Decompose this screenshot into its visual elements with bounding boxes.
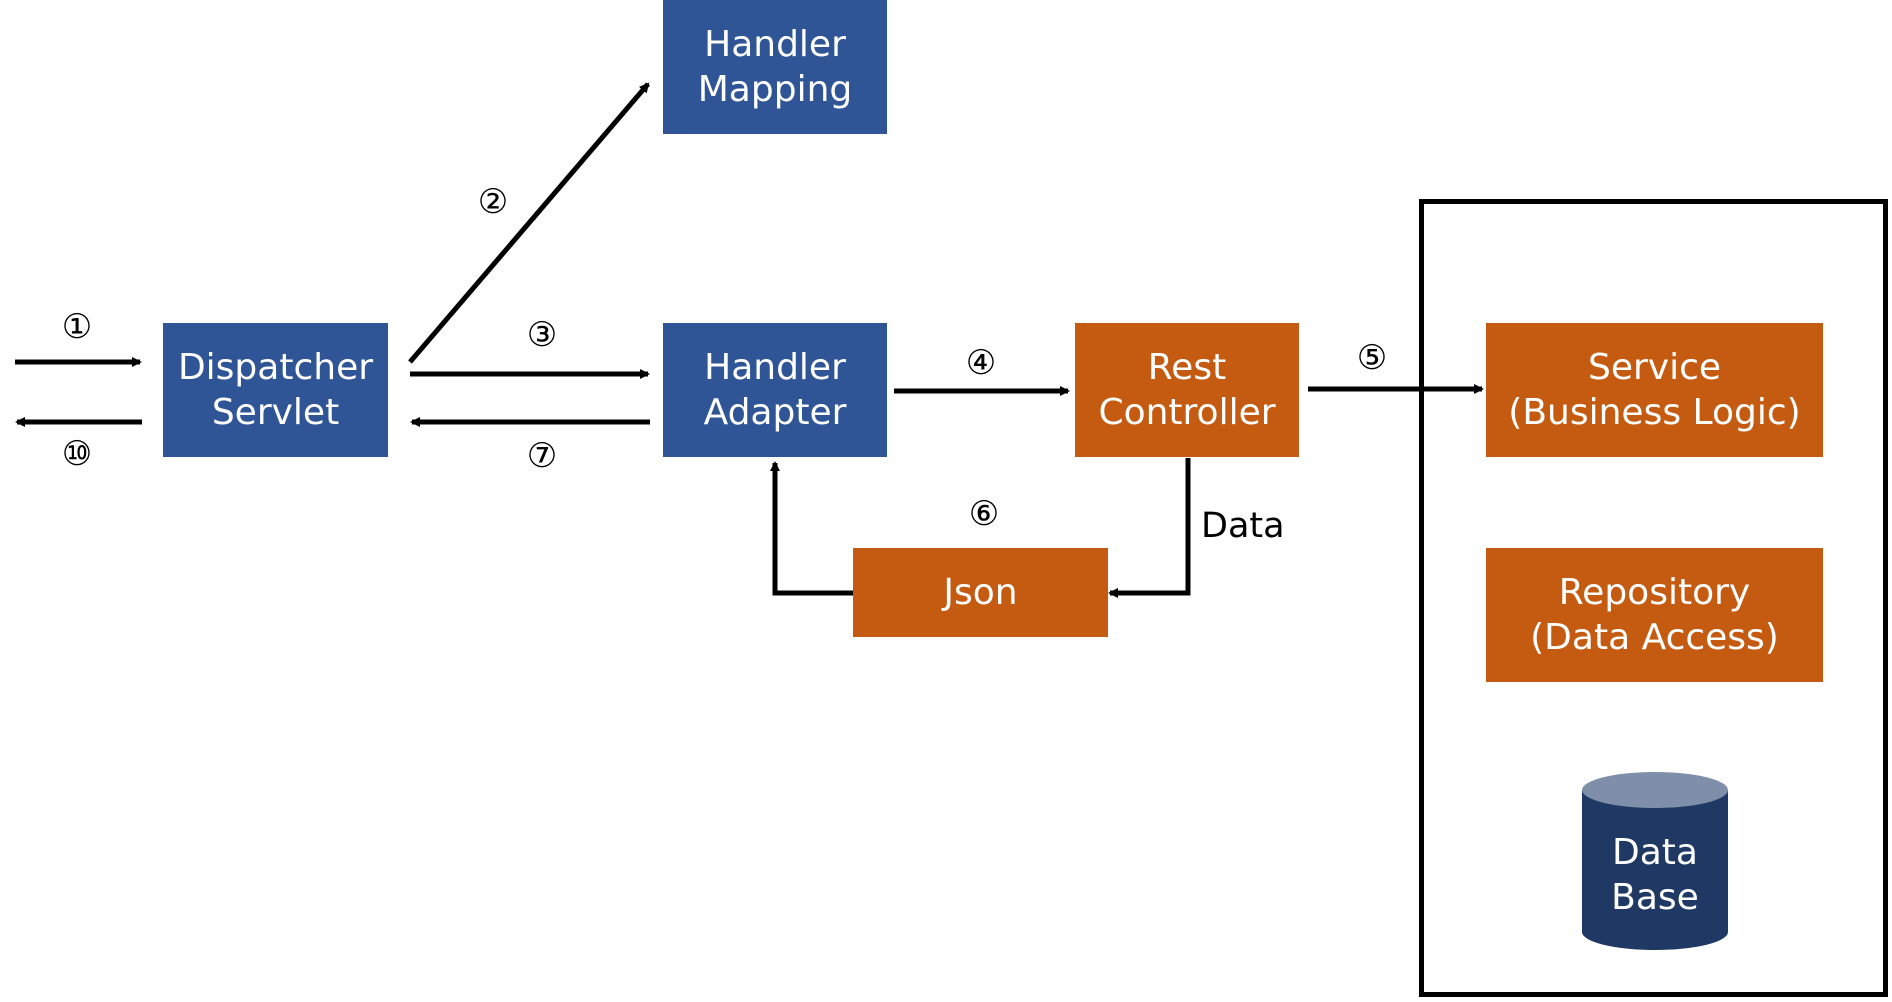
json-box: Json	[853, 548, 1108, 637]
dispatcher-servlet-box: Dispatcher Servlet	[163, 323, 388, 457]
repository-box: Repository (Data Access)	[1486, 548, 1823, 682]
handler-mapping-line2: Mapping	[697, 69, 853, 110]
handler-mapping-box: Handler Mapping	[663, 0, 887, 134]
step-label-7: ⑦	[526, 436, 558, 476]
repository-line1: Repository	[1558, 572, 1751, 613]
step-label-6: ⑥	[968, 494, 1000, 534]
handler-adapter-line1: Handler	[704, 347, 846, 388]
service-line1: Service	[1587, 347, 1722, 388]
step-label-2: ②	[477, 182, 509, 222]
backend-layer-frame	[1419, 199, 1888, 997]
database-line1: Data	[1612, 832, 1698, 873]
json-label: Json	[943, 572, 1018, 613]
repository-line2: (Data Access)	[1530, 617, 1779, 658]
dispatcher-servlet-line2: Servlet	[211, 392, 340, 433]
rest-controller-line2: Controller	[1098, 392, 1276, 433]
service-line2: (Business Logic)	[1508, 392, 1801, 433]
step-label-3: ③	[526, 315, 558, 355]
step-label-1: ①	[61, 307, 93, 347]
step-label-10: ⑩	[61, 434, 93, 474]
rest-controller-line1: Rest	[1147, 347, 1227, 388]
dispatcher-servlet-line1: Dispatcher	[177, 347, 374, 388]
step-label-5: ⑤	[1356, 338, 1388, 378]
database-label: Data Base	[1582, 830, 1728, 920]
arrow-6-json-to-adapter	[770, 461, 854, 596]
database-cylinder-icon	[1582, 772, 1728, 950]
arrow-2-mapping	[408, 82, 650, 364]
step-label-4: ④	[965, 343, 997, 383]
service-box: Service (Business Logic)	[1486, 323, 1823, 457]
edge-label-data: Data	[1201, 506, 1285, 546]
handler-adapter-box: Handler Adapter	[663, 323, 887, 457]
handler-mapping-line1: Handler	[704, 24, 846, 65]
rest-controller-box: Rest Controller	[1075, 323, 1299, 457]
database-line2: Base	[1611, 877, 1699, 918]
arrow-data-to-json	[1108, 458, 1191, 598]
handler-adapter-line2: Adapter	[703, 392, 847, 433]
